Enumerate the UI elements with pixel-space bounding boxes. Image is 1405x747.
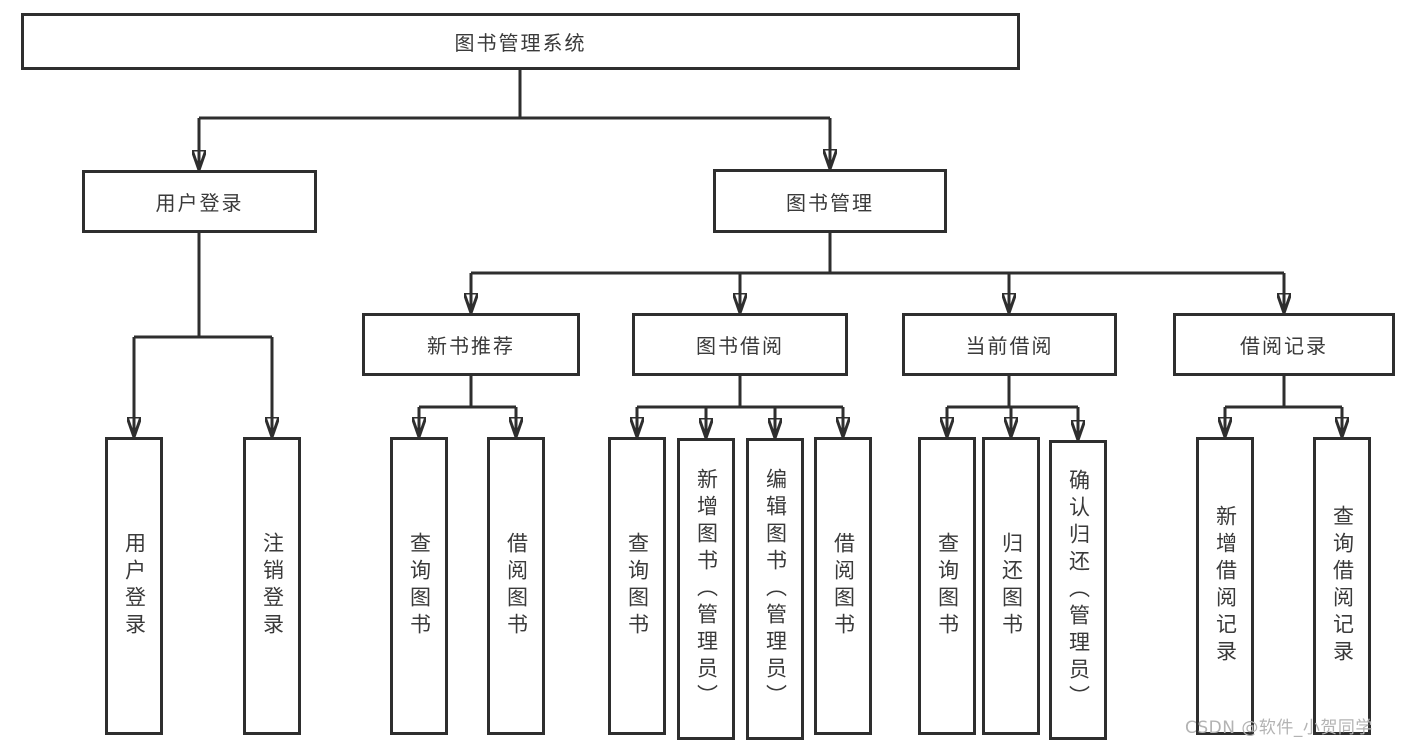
node-user-login: 用户登录 [82,170,317,233]
node-system-root: 图书管理系统 [21,13,1020,70]
leaf-logout-label: 注销登录 [260,532,285,640]
leaf-query-books-1-label: 查询图书 [407,532,432,640]
leaf-query-books-2-label: 查询图书 [625,532,650,640]
leaf-edit-book-admin: 编辑图书（管理员） [746,438,804,740]
leaf-query-books-1: 查询图书 [390,437,448,735]
leaf-query-books-2: 查询图书 [608,437,666,735]
leaf-add-borrow-record: 新增借阅记录 [1196,437,1254,735]
leaf-borrow-books-2-label: 借阅图书 [831,532,856,640]
node-book-borrow: 图书借阅 [632,313,848,376]
leaf-query-borrow-record: 查询借阅记录 [1313,437,1371,735]
leaf-user-login-label: 用户登录 [122,532,147,640]
leaf-confirm-return-admin-label: 确认归还（管理员） [1066,468,1091,712]
leaf-user-login: 用户登录 [105,437,163,735]
node-new-book-recommend: 新书推荐 [362,313,580,376]
leaf-confirm-return-admin: 确认归还（管理员） [1049,440,1107,740]
leaf-query-borrow-record-label: 查询借阅记录 [1330,505,1355,667]
node-borrow-records: 借阅记录 [1173,313,1395,376]
leaf-query-books-3-label: 查询图书 [935,532,960,640]
leaf-return-book: 归还图书 [982,437,1040,735]
leaf-return-book-label: 归还图书 [999,532,1024,640]
leaf-add-book-admin: 新增图书（管理员） [677,438,735,740]
leaf-query-books-3: 查询图书 [918,437,976,735]
leaf-borrow-books-2: 借阅图书 [814,437,872,735]
node-current-borrow: 当前借阅 [902,313,1117,376]
leaf-edit-book-admin-label: 编辑图书（管理员） [763,467,788,711]
leaf-add-borrow-record-label: 新增借阅记录 [1213,505,1238,667]
leaf-logout: 注销登录 [243,437,301,735]
csdn-watermark: CSDN @软件_小贺同学 [1185,718,1373,738]
node-book-management: 图书管理 [713,169,947,233]
leaf-add-book-admin-label: 新增图书（管理员） [694,467,719,711]
leaf-borrow-books-1-label: 借阅图书 [504,532,529,640]
leaf-borrow-books-1: 借阅图书 [487,437,545,735]
